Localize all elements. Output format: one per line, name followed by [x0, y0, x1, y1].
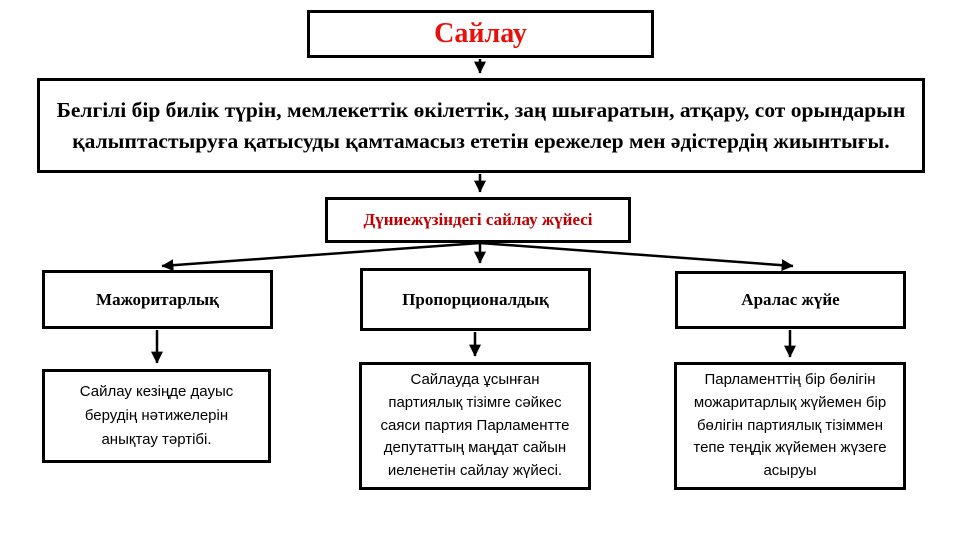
branch-majoritarian-label: Мажоритарлық [96, 289, 219, 309]
desc-mixed-text: Парламенттің бір бөлігін можаритарлық жү… [693, 371, 887, 480]
desc-proportional-text: Сайлауда ұсынған партиялық тізімге сәйке… [380, 371, 570, 480]
definition-text: Белгілі бір билік түрін, мемлекеттік өкі… [56, 97, 906, 153]
subtitle-box: Дүниежүзіндегі сайлау жүйесі [325, 197, 631, 243]
slide-title: Сайлау [434, 18, 527, 49]
definition-box: Белгілі бір билік түрін, мемлекеттік өкі… [37, 78, 925, 173]
desc-mixed-box: Парламенттің бір бөлігін можаритарлық жү… [674, 362, 906, 490]
desc-majoritarian-box: Сайлау кезіңде дауыс берудің нәтижелерін… [42, 369, 271, 463]
title-box: Сайлау [307, 10, 654, 58]
arrow-subtitle-to-left-branch [161, 241, 481, 272]
branch-proportional-box: Пропорционалдық [360, 268, 591, 331]
arrow-subtitle-to-right-branch [479, 241, 794, 272]
desc-proportional-box: Сайлауда ұсынған партиялық тізімге сәйке… [359, 362, 591, 490]
branch-mixed-box: Аралас жүйе [675, 271, 906, 329]
branch-mixed-label: Аралас жүйе [741, 290, 840, 309]
branch-majoritarian-box: Мажоритарлық [42, 270, 273, 329]
branch-proportional-label: Пропорционалдық [402, 289, 549, 309]
subtitle-text: Дүниежүзіндегі сайлау жүйесі [363, 210, 593, 229]
desc-majoritarian-text: Сайлау кезіңде дауыс берудің нәтижелерін… [79, 383, 234, 448]
